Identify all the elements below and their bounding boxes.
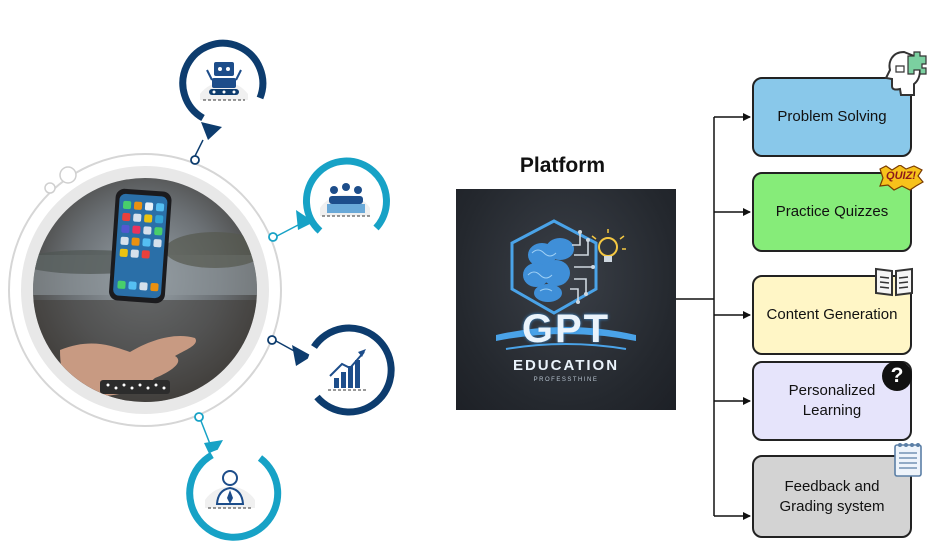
feature-feedback-grading: Feedback and Grading system <box>752 455 912 538</box>
logo-gpt-text: GPT <box>521 307 611 351</box>
feature-label: Practice Quizzes <box>775 203 889 220</box>
notepad-icon <box>894 443 922 477</box>
puzzle-head-icon <box>884 50 927 96</box>
logo-subtitle-text: PROFESSTHINE <box>533 377 599 383</box>
robot-icon <box>179 39 267 124</box>
feature-label: Personalized Learning <box>788 382 876 419</box>
lightbulb-icon <box>591 229 626 262</box>
feature-label: Problem Solving <box>777 108 887 125</box>
feature-problem-solving: Problem Solving <box>752 77 912 157</box>
quiz-badge-icon: QUIZ! <box>878 165 924 191</box>
growth-chart-icon <box>306 324 395 416</box>
person-icon <box>186 448 282 541</box>
audience-icon <box>303 157 390 243</box>
platform-title: Platform <box>519 154 606 177</box>
outer-ring <box>8 153 282 427</box>
left-illustration <box>8 39 395 541</box>
hand <box>60 335 196 397</box>
gpt-education-logo: GPT EDUCATION PROFESSTHINE <box>456 189 676 410</box>
open-book-icon <box>875 267 913 297</box>
inner-ring <box>21 166 269 414</box>
question-mark-icon: ? <box>882 361 912 391</box>
quiz-badge-text: QUIZ! <box>886 170 916 182</box>
feature-label: Content Generation <box>766 306 898 323</box>
connector-arrows <box>676 113 751 520</box>
logo-education-text: EDUCATION <box>512 357 620 374</box>
brain-hexagon-icon <box>496 219 636 350</box>
question-badge-text: ? <box>890 364 904 387</box>
feature-label: Feedback and Grading system <box>779 477 885 515</box>
